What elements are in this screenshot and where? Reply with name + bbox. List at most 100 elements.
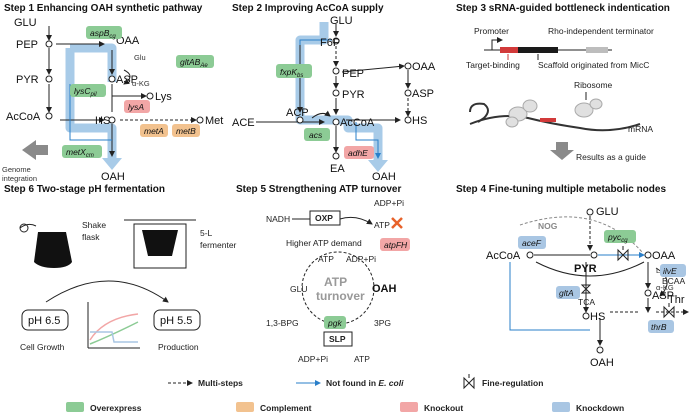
p5-oxp: OXP xyxy=(315,213,333,223)
cell-growth-label: Cell Growth xyxy=(20,342,65,352)
p5-oah: OAH xyxy=(372,283,397,295)
p1-akg: α-KG xyxy=(132,79,150,88)
p5-nadh: NADH xyxy=(266,214,290,224)
gene-box-aspB xyxy=(86,26,122,39)
gene-adhE: adhE xyxy=(348,148,368,158)
results-guide-label: Results as a guide xyxy=(576,152,646,162)
p2-asp: ASP xyxy=(412,88,434,100)
gene-metB: metB xyxy=(176,126,196,136)
gene-box-aceF xyxy=(518,236,546,249)
gene-box-atpFH xyxy=(380,238,410,251)
terminator-label: Rho-independent terminator xyxy=(548,26,654,36)
p2-acp: ACP xyxy=(286,107,309,119)
panel-step2: GLU F6P PEP OAA PYR ASP ACE ACP AcCoA HS… xyxy=(232,15,436,183)
p1-lys: Lys xyxy=(155,91,172,103)
p4-hs: HS xyxy=(590,311,605,323)
promoter-arrow xyxy=(491,37,503,50)
step5-title: Step 5 Strengthening ATP turnover xyxy=(236,184,401,195)
fermenter-label-1: 5-L xyxy=(200,228,213,238)
p2-oah: OAH xyxy=(372,171,396,183)
gene-gltA: gltA xyxy=(559,288,574,298)
legend-complement: Complement xyxy=(260,403,312,413)
p4-akg: α-KG xyxy=(656,283,674,292)
step3-title: Step 3 sRNA-guided bottleneck indenticat… xyxy=(456,3,670,14)
step4-title: Step 4 Fine-tuning multiple metabolic no… xyxy=(456,184,666,195)
legend-fine-regulation: Fine-regulation xyxy=(482,378,543,388)
gene-thrB: thrB xyxy=(651,322,667,332)
p1-glu-small: Glu xyxy=(134,53,146,62)
step2-title: Step 2 Improving AcCoA supply xyxy=(232,3,384,14)
p4-thr: Thr xyxy=(668,294,685,306)
p5-glu: GLU xyxy=(290,284,307,294)
gene-aceF: aceF xyxy=(522,238,542,248)
p1-pyr: PYR xyxy=(16,74,39,86)
results-arrow xyxy=(550,142,574,160)
gene-box-metA xyxy=(140,124,168,137)
gene-box-adhE xyxy=(344,146,374,159)
gene-box-ilvE xyxy=(660,264,686,277)
gene-box-pgk xyxy=(324,316,346,329)
oxp-box xyxy=(309,210,341,226)
terminator-segment xyxy=(586,47,608,53)
gene-metA: metA xyxy=(144,126,164,136)
fermenter-label-2: fermenter xyxy=(200,240,237,250)
ribosome-label: Ribosome xyxy=(574,80,613,90)
gene-pyc: pyccg xyxy=(607,232,628,244)
p5-bpg: 1,3-BPG xyxy=(266,318,299,328)
gene-lysC: lysCpil xyxy=(74,86,97,98)
legend: Multi-steps Not found in E. coli Fine-re… xyxy=(66,374,624,413)
p1-pep: PEP xyxy=(16,39,38,51)
p1-glu: GLU xyxy=(14,17,37,29)
step6-title: Step 6 Two-stage pH fermentation xyxy=(4,184,165,195)
target-binding-segment xyxy=(500,47,518,53)
gene-ilvE: ilvE xyxy=(663,266,677,276)
genome-integration-label-2: integration xyxy=(2,174,37,183)
p5-slp: SLP xyxy=(329,334,346,344)
gene-box-gltA xyxy=(556,286,580,299)
p4-oaa: OAA xyxy=(652,250,676,262)
gene-atpFH: atpFH xyxy=(384,240,408,250)
gene-box-metB xyxy=(172,124,200,137)
p1-met: Met xyxy=(205,115,223,127)
gene-gltAB: gltABAe xyxy=(180,57,208,69)
panel-step1: GLU PEP OAA Glu α-KG ASP PYR Lys AcCoA H… xyxy=(2,17,223,183)
promoter-label: Promoter xyxy=(474,26,509,36)
p5-3pg: 3PG xyxy=(374,318,391,328)
gene-box-gltAB xyxy=(176,55,214,68)
gene-box-lysC xyxy=(70,84,106,97)
genome-integration-arrow xyxy=(22,140,48,160)
cross-icon xyxy=(391,217,403,229)
p2-accoa: AcCoA xyxy=(340,117,375,129)
gene-pgk: pgk xyxy=(327,318,342,328)
legend-swatch-complement xyxy=(236,402,254,412)
p5-bottom-adp: ADP+Pi xyxy=(298,354,328,364)
panel-step3: Promoter Rho-independent terminator Targ… xyxy=(466,26,654,162)
gene-lysA: lysA xyxy=(128,102,144,112)
shake-flask-icon xyxy=(34,232,72,268)
target-binding-label: Target-binding xyxy=(466,60,520,70)
production-label: Production xyxy=(158,342,199,352)
legend-swatch-knockdown xyxy=(552,402,570,412)
p2-pyr: PYR xyxy=(342,89,365,101)
step1-title: Step 1 Enhancing OAH synthetic pathway xyxy=(4,3,203,14)
p2-ea: EA xyxy=(330,163,345,175)
p2-f6p: F6P xyxy=(320,37,340,49)
gene-box-metX xyxy=(62,145,102,158)
fine-regulation-icon xyxy=(463,376,475,390)
highlight-path-1 xyxy=(65,48,117,160)
turnover-label-2: turnover xyxy=(316,289,365,303)
ribosome-2 xyxy=(574,102,594,118)
ph-box-2 xyxy=(153,309,201,331)
scaffold-segment xyxy=(518,47,558,53)
p4-pyr: PYR xyxy=(574,263,597,275)
panel-step4: GLU NOG AcCoA PYR OAA L-Glu α-KG BCAA AS… xyxy=(486,206,689,369)
p2-glu: GLU xyxy=(330,15,353,27)
gene-acs: acs xyxy=(309,130,323,140)
p4-tca: TCA xyxy=(578,297,595,307)
gene-box-thrB xyxy=(648,320,674,333)
p2-hs: HS xyxy=(412,115,427,127)
panel-step6: Shake flask 5-L fermenter pH 6.5 pH 5.5 … xyxy=(19,219,237,352)
p4-nog: NOG xyxy=(538,221,558,231)
scaffold-label: Scaffold originated from MicC xyxy=(538,60,649,70)
legend-swatch-knockout xyxy=(400,402,418,412)
